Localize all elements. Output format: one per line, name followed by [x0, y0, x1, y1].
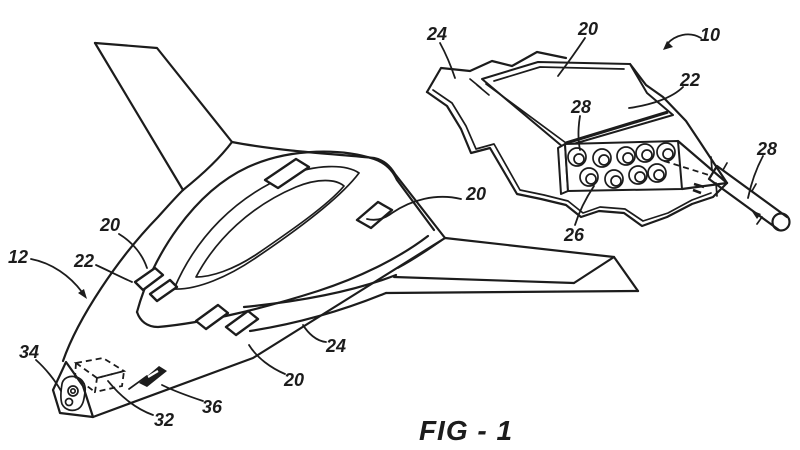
leader-line-32 [107, 380, 154, 416]
vent-marker [128, 366, 167, 390]
dashed-box-top-face [73, 357, 127, 379]
ejector-marks [692, 182, 705, 195]
starboard-shoulder-edge [230, 140, 447, 240]
missile-direction-arrow [751, 210, 761, 219]
hatch-panel-starboard-aft [355, 200, 394, 230]
leader-line-20-belly [248, 344, 286, 375]
aft-deck-curve-upper [242, 273, 398, 309]
leader-line-12 [30, 258, 83, 293]
ref-label-28-missile: 28 [756, 139, 777, 159]
leader-line-10 [666, 33, 702, 45]
missile-tubes-lower-row [579, 163, 667, 189]
hidden-bay-dashed-box [73, 357, 127, 394]
lid-inner-panel-line [493, 66, 625, 82]
ref-label-24: 24 [325, 336, 346, 356]
fin-base [181, 140, 234, 192]
wing-trailing-edge-upper [392, 275, 576, 285]
hump-outer-lower [135, 234, 430, 329]
launcher-box [557, 139, 729, 195]
aft-deck-curve-lower [248, 291, 388, 333]
plate-bottom-zigzag-outer [425, 90, 729, 228]
vent-solid-flag [139, 366, 167, 387]
vent-base-line [128, 375, 148, 390]
hatch-panels [133, 157, 394, 337]
hump-inner-contour-outer [173, 165, 360, 290]
ref-label-36: 36 [202, 397, 223, 417]
fin-leading-edge [93, 41, 185, 192]
ref-label-32: 32 [154, 410, 174, 430]
ref-label-12: 12 [8, 247, 28, 267]
leader-line-34 [35, 359, 62, 392]
ref-label-20-port: 20 [99, 215, 120, 235]
port-leading-edge [61, 188, 185, 363]
fin-top-trailing-edge [93, 41, 234, 144]
hatch-panel-port-upper [133, 266, 165, 292]
dashed-box-front-face [93, 369, 126, 394]
leader-line-20-detail [557, 37, 586, 77]
tail-fin [93, 41, 234, 192]
missile [692, 156, 791, 232]
ref-label-24-detail: 24 [426, 24, 447, 44]
ref-label-20-starboard: 20 [465, 184, 486, 204]
ref-label-10: 10 [700, 25, 720, 45]
missile-fins [722, 162, 763, 225]
hatch-panel-belly-right [224, 309, 260, 337]
dashed-box-left-face [74, 362, 96, 393]
ref-label-22: 22 [73, 251, 94, 271]
plate-right-edge [628, 62, 729, 185]
leader-line-28-missile [747, 155, 764, 199]
leader-line-20-starboard [366, 195, 462, 221]
hatch-panel-port-lower [148, 278, 179, 303]
main-aircraft-drawing: 12 20 22 34 32 36 24 20 20 [8, 41, 640, 430]
hump-outer-upper [135, 150, 436, 314]
wing-leading-edge [443, 236, 640, 293]
box-right-wedge [676, 139, 729, 191]
lid-bottom-thickness [565, 110, 669, 145]
bay-lid [469, 61, 674, 148]
hatch-panel-belly-left [194, 303, 230, 331]
launch-axis-dashed-line [663, 160, 713, 177]
mounting-plate [425, 50, 729, 228]
hump-inner-contour-inner [195, 179, 345, 278]
airframe-outline [51, 140, 640, 419]
leader-line-28-tubes [577, 115, 581, 151]
ref-label-34: 34 [19, 342, 39, 362]
wing-trailing-edge-lower [384, 289, 640, 295]
leader-line-26 [574, 185, 595, 226]
ref-label-20-detail: 20 [577, 19, 598, 39]
leader-line-22-detail [628, 86, 684, 109]
vent-slit [147, 370, 159, 378]
hatch-panel-spine [263, 157, 311, 190]
ref-label-26: 26 [563, 225, 585, 245]
ref-label-22-detail: 22 [679, 70, 700, 90]
pylon-ticks [710, 156, 718, 197]
detail-leader-lines [439, 33, 764, 226]
leader-line-24-detail [439, 42, 456, 79]
main-leader-lines [30, 195, 462, 416]
weapons-bay-detail-view: 24 20 10 22 28 26 28 [425, 19, 791, 245]
belly-edge [91, 236, 447, 419]
sensor-window-lower [64, 397, 74, 407]
leader-line-24 [302, 324, 327, 343]
plate-top-left-edge [425, 50, 568, 94]
fuselage-hump [135, 150, 436, 329]
ref-label-28-tubes: 28 [570, 97, 591, 117]
arrowhead-10 [663, 41, 673, 50]
wing-root-blend-line [397, 237, 446, 269]
plate-bottom-zigzag-thickness [432, 89, 712, 222]
sensor-window-upper [67, 385, 79, 397]
sensor-window-upper-inner [69, 387, 77, 395]
leader-line-20-port [118, 233, 148, 269]
missile-tubes-upper-row [567, 142, 676, 168]
lid-hinge-marks [469, 78, 490, 96]
arrowhead-12 [78, 289, 87, 299]
leader-line-22 [95, 264, 133, 283]
ref-label-20-belly: 20 [283, 370, 304, 390]
figure-caption: FIG - 1 [419, 415, 513, 446]
lid-left-thickness [485, 83, 567, 144]
leader-line-36 [161, 384, 204, 402]
wing-tip-inner-edge [572, 255, 616, 285]
missile-nose-cap [771, 212, 791, 232]
